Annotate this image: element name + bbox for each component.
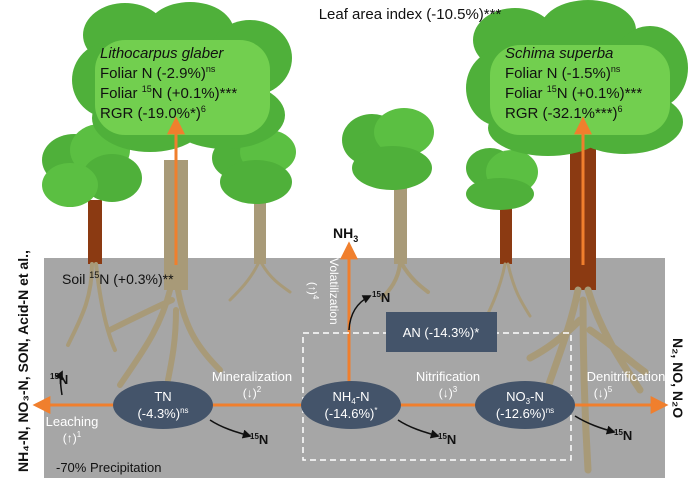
gas-products-label: N₂, NO, N₂O [670, 338, 686, 418]
n15-leaching: 15N [50, 372, 68, 387]
soil-15n-label: Soil 15N (+0.3%)** [62, 270, 174, 287]
tree-center-left [212, 130, 296, 264]
nitrification-label: Nitrification [416, 369, 480, 384]
n15-nitrification: 15N [438, 432, 456, 447]
volatilization-label: Volatilization [327, 258, 341, 325]
denitrification-dir: (↓)5 [594, 385, 613, 400]
pool-no3-name: NO3-N [506, 389, 544, 406]
roots [66, 262, 649, 474]
n15-mineralization: 15N [250, 432, 268, 447]
canopy-schima [466, 0, 688, 156]
pool-no3 [475, 381, 575, 429]
foliar-15n-lithocarpus: Foliar 15N (+0.1%)*** [100, 84, 237, 102]
mineralization-dir: (↓)2 [243, 385, 262, 400]
title: Leaf area index (-10.5%)*** [319, 6, 502, 23]
leaching-dir: (↑)1 [63, 430, 82, 445]
rgr-lithocarpus: RGR (-19.0%*)6 [100, 104, 206, 122]
nitrification-dir: (↓)3 [439, 385, 458, 400]
species-name-schima: Schima superba [505, 45, 613, 62]
denitrification-label: Denitrification [587, 369, 666, 384]
pool-nh4 [301, 381, 401, 429]
n15-volatilization: 15N [372, 290, 390, 305]
precipitation-label: -70% Precipitation [56, 460, 162, 475]
arrows-15n-release [54, 295, 616, 439]
mineralization-label: Mineralization [212, 369, 292, 384]
pool-nh4-value: (-14.6%)* [325, 406, 378, 421]
nh3-label: NH3 [333, 225, 358, 244]
leaching-products-label: NH₄-N, NO₃-N, SON, Acid-N et al., [15, 250, 31, 472]
canopy-lithocarpus [72, 2, 292, 152]
tree-left-small [42, 124, 142, 264]
pool-no3-value: (-12.6%)ns [496, 406, 554, 421]
volatilization-dir: (↑)4 [306, 282, 320, 300]
pool-tn-name: TN [154, 389, 171, 404]
species-name-lithocarpus: Lithocarpus glaber [100, 45, 224, 62]
an-box-label: AN (-14.3%)* [403, 325, 480, 340]
leaching-label: Leaching [46, 414, 99, 429]
rgr-schima: RGR (-32.1%***)6 [505, 104, 623, 122]
pool-tn-value: (-4.3%)ns [137, 406, 188, 421]
tree-right-small [466, 148, 538, 264]
foliar-n-schima: Foliar N (-1.5%)ns [505, 64, 621, 82]
soil-panel [44, 258, 665, 478]
n15-denitrification: 15N [614, 428, 632, 443]
pool-tn [113, 381, 213, 429]
foliar-n-lithocarpus: Foliar N (-2.9%)ns [100, 64, 216, 82]
pool-nh4-name: NH4-N [333, 389, 370, 406]
foliar-15n-schima: Foliar 15N (+0.1%)*** [505, 84, 642, 102]
an-box [386, 312, 497, 352]
tree-center [342, 108, 434, 264]
